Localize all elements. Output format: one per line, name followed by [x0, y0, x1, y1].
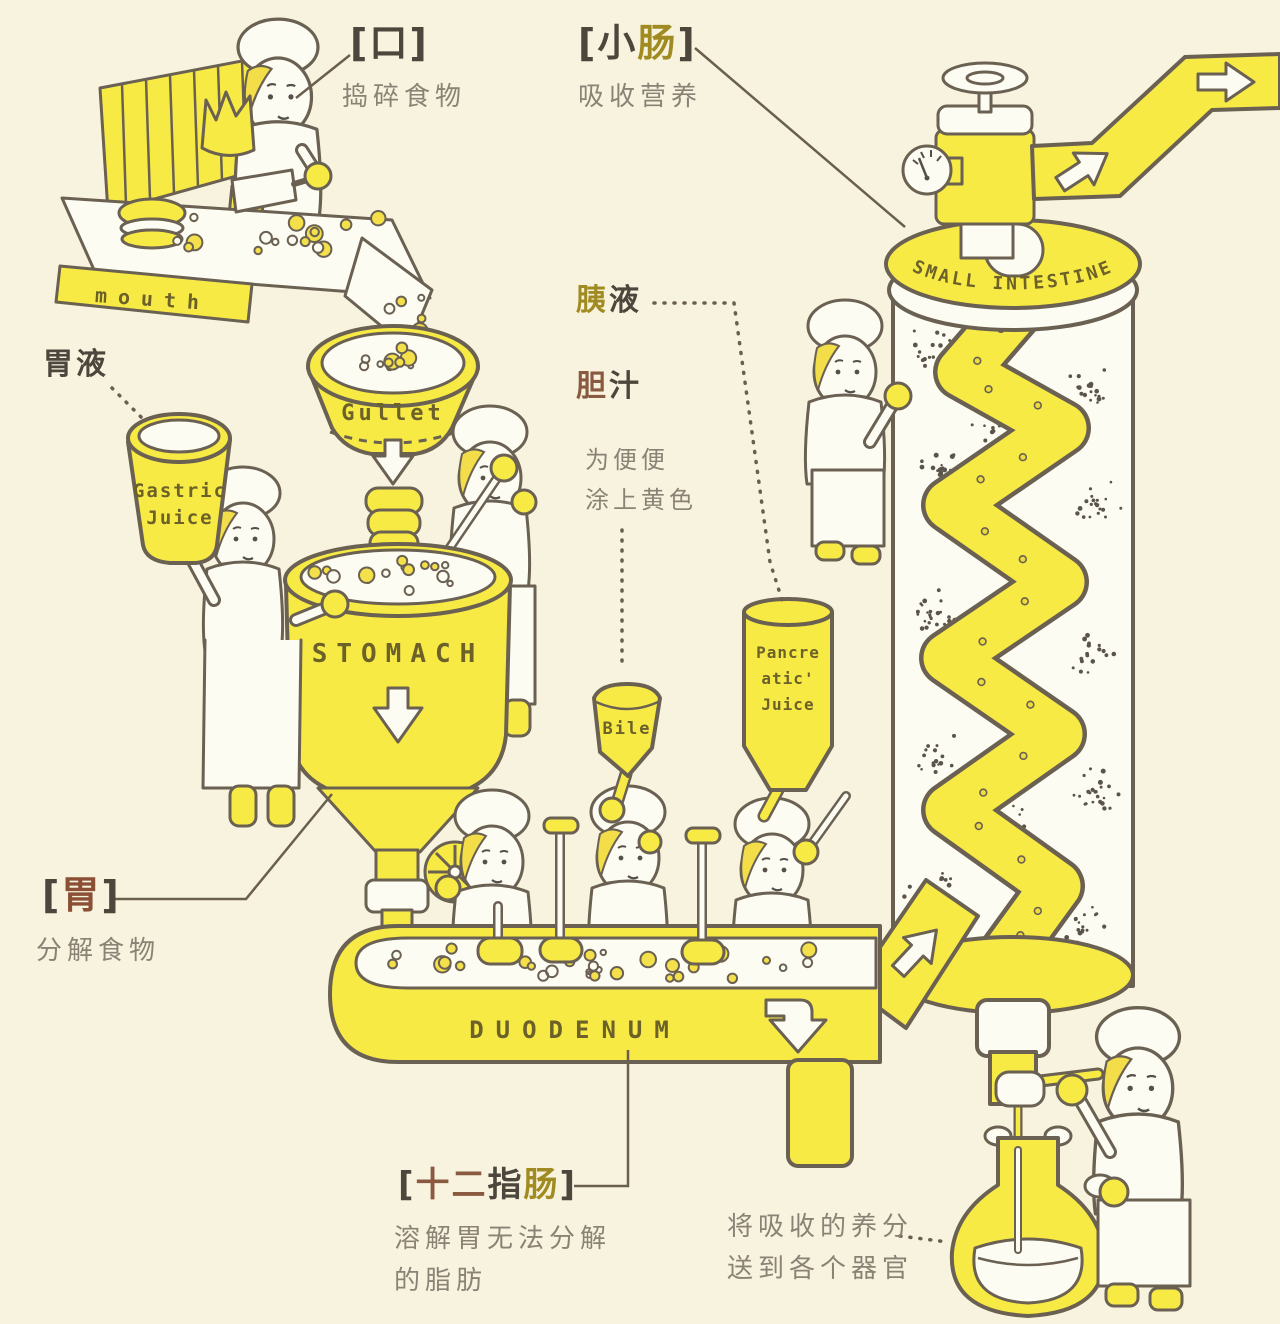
masher-tools [434, 791, 851, 966]
callout-duodenum-title: [十二指肠] [398, 1165, 578, 1205]
callout-mouth-desc: 捣碎食物 [342, 82, 467, 112]
foot [266, 784, 296, 828]
callout-stomach-desc: 分解食物 [36, 936, 161, 966]
pipe-duodenum-to-column [850, 878, 980, 1030]
connector-small-intestine [694, 47, 906, 228]
pancreatic-label-2: atic' [761, 669, 814, 688]
masher-foot [538, 936, 584, 964]
bile-note-line2: 涂上黄色 [585, 486, 697, 514]
callout-gastric-juice: 胃液 [43, 347, 109, 382]
column-outlet-stub [975, 998, 1051, 1058]
glove [637, 829, 663, 855]
foot [814, 540, 846, 562]
mouth-station: mouth [54, 17, 434, 350]
collected-nutrients-liquid [972, 1237, 1084, 1305]
collection-flask [949, 1125, 1107, 1318]
glove [792, 838, 820, 866]
down-arrow-icon [371, 438, 415, 486]
glove [320, 589, 350, 619]
bile-funnel: Bile [592, 682, 662, 813]
callout-connectors [110, 47, 950, 1244]
callout-small-intestine-title: [小肠] [578, 21, 697, 65]
glove [598, 796, 626, 824]
down-arrow-icon [372, 686, 424, 744]
callout-duodenum-desc1: 溶解胃无法分解 [394, 1224, 612, 1254]
pancreatic-label-3: Juice [761, 695, 814, 714]
small-intestine-column: SMALL INTESTINE [884, 52, 1280, 1015]
food-chunk [200, 90, 256, 157]
masher-foot [680, 938, 726, 966]
connector-stomach [114, 793, 333, 901]
pancreatic-juice-bottle: Pancre atic' Juice [742, 597, 834, 823]
glove [883, 381, 913, 411]
glove [303, 161, 333, 191]
callout-pancreatic-juice: 胰液 [576, 283, 642, 318]
down-elbow-pipe [786, 1058, 854, 1168]
outlet-valve-collar [364, 878, 430, 914]
cleaver-icon [230, 168, 298, 214]
foot [228, 784, 258, 828]
flow-arrow-icon [1054, 151, 1109, 193]
worker-at-tap [1055, 1005, 1192, 1312]
callout-small-intestine-desc: 吸收营养 [578, 82, 703, 112]
bile-label: Bile [603, 719, 652, 739]
tap-valve [994, 1070, 1046, 1108]
bent-down-arrow-icon [764, 998, 828, 1054]
connector-mouth [295, 54, 351, 99]
gullet-label: Gullet [341, 401, 444, 426]
food-on-counter [172, 210, 387, 258]
foot [850, 544, 882, 566]
hamburger [117, 197, 187, 250]
stomach-label: STOMACH [312, 639, 485, 669]
callout-stomach-title: [胃] [42, 873, 121, 917]
flow-arrow-icon [1196, 61, 1256, 103]
masher-handle [684, 826, 722, 845]
glove [489, 453, 519, 483]
glove [1098, 1176, 1130, 1208]
food-in-gullet [359, 341, 418, 372]
masher-handle [542, 816, 580, 835]
duodenum-label: DUODENUM [469, 1016, 681, 1044]
connector-duodenum [574, 1050, 630, 1188]
gastric-juice-label-2: Juice [146, 507, 213, 529]
gastric-juice-bucket: Gastric Juice [126, 412, 232, 565]
bile-note-line1: 为便便 [585, 446, 669, 474]
pressure-gauge-icon [901, 144, 953, 196]
nutrient-collection-station [949, 998, 1192, 1318]
dotted-nutrients [898, 1234, 950, 1244]
callout-duodenum-desc2: 的脂肪 [394, 1266, 488, 1296]
masher-foot [476, 936, 524, 966]
food-in-stomach [307, 554, 454, 596]
tube-pores [973, 324, 1043, 940]
nutrients-note-line2: 送到各个器官 [727, 1254, 914, 1284]
callout-bile: 胆汁 [576, 369, 642, 404]
gastric-juice-label-1: Gastric [133, 480, 227, 502]
glove [434, 874, 462, 902]
gauge-needle [917, 157, 929, 179]
nutrients-note-line1: 将吸收的养分 [727, 1212, 914, 1242]
glove [1055, 1073, 1089, 1107]
foot [1104, 1282, 1140, 1308]
valve-wheel [941, 61, 1029, 95]
callout-mouth-title: [口] [350, 21, 429, 65]
intestine-zigzag-tube [923, 287, 1087, 977]
flow-arrow-icon [890, 928, 938, 978]
pancreatic-label-1: Pancre [756, 643, 820, 662]
foot [1148, 1286, 1184, 1312]
mouth-front-band [54, 264, 254, 324]
duodenum-trough: DUODENUM [328, 924, 882, 1168]
glove [510, 488, 538, 516]
worker-inspecting-column [803, 298, 913, 566]
dotted-gastric [110, 386, 148, 424]
dotted-pancreatic [652, 301, 784, 602]
